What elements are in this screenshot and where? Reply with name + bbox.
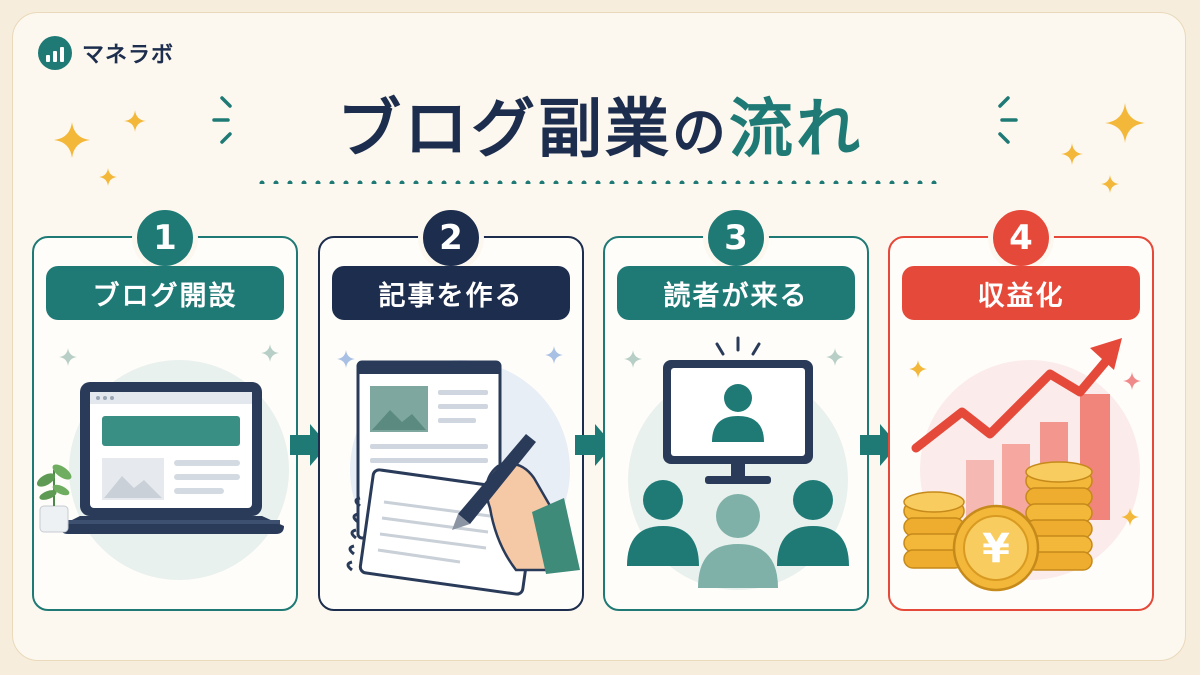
brand-logo: マネラボ <box>38 36 174 70</box>
audience-monitor-icon <box>624 336 849 590</box>
title-main: ブログ副業 <box>337 93 672 167</box>
step-label: 読者が来る <box>617 266 855 320</box>
sparkle-icon <box>54 110 146 186</box>
title-accent: 流れ <box>729 93 863 167</box>
accent-lines-right <box>998 96 1018 144</box>
coins-growth-icon: ¥ <box>903 338 1141 592</box>
yen-symbol: ¥ <box>982 526 1010 572</box>
step-number-badge: 1 <box>132 205 198 271</box>
accent-lines-left <box>212 96 232 144</box>
step-number-badge: 3 <box>703 205 769 271</box>
step-card-2: 2 記事を作る <box>318 205 584 611</box>
dotted-divider <box>255 180 945 184</box>
step-label: 記事を作る <box>332 266 570 320</box>
step-label: 収益化 <box>902 266 1140 320</box>
step-number-badge: 4 <box>988 205 1054 271</box>
page-title: ブログ副業の流れ <box>0 78 1200 170</box>
brand-name: マネラボ <box>82 43 175 68</box>
step-card-4: 4 収益化 ¥ <box>888 205 1154 611</box>
step-number-badge: 2 <box>418 205 484 271</box>
step-card-1: 1 ブログ開設 <box>32 205 298 611</box>
step-label: ブログ開設 <box>46 266 284 320</box>
notebook-pen-icon <box>337 346 580 596</box>
bar-chart-icon <box>38 36 72 70</box>
sparkle-icon <box>1061 103 1145 193</box>
step-card-3: 3 読者が来る <box>603 205 869 611</box>
title-particle: の <box>672 101 729 164</box>
laptop-icon <box>36 344 289 580</box>
